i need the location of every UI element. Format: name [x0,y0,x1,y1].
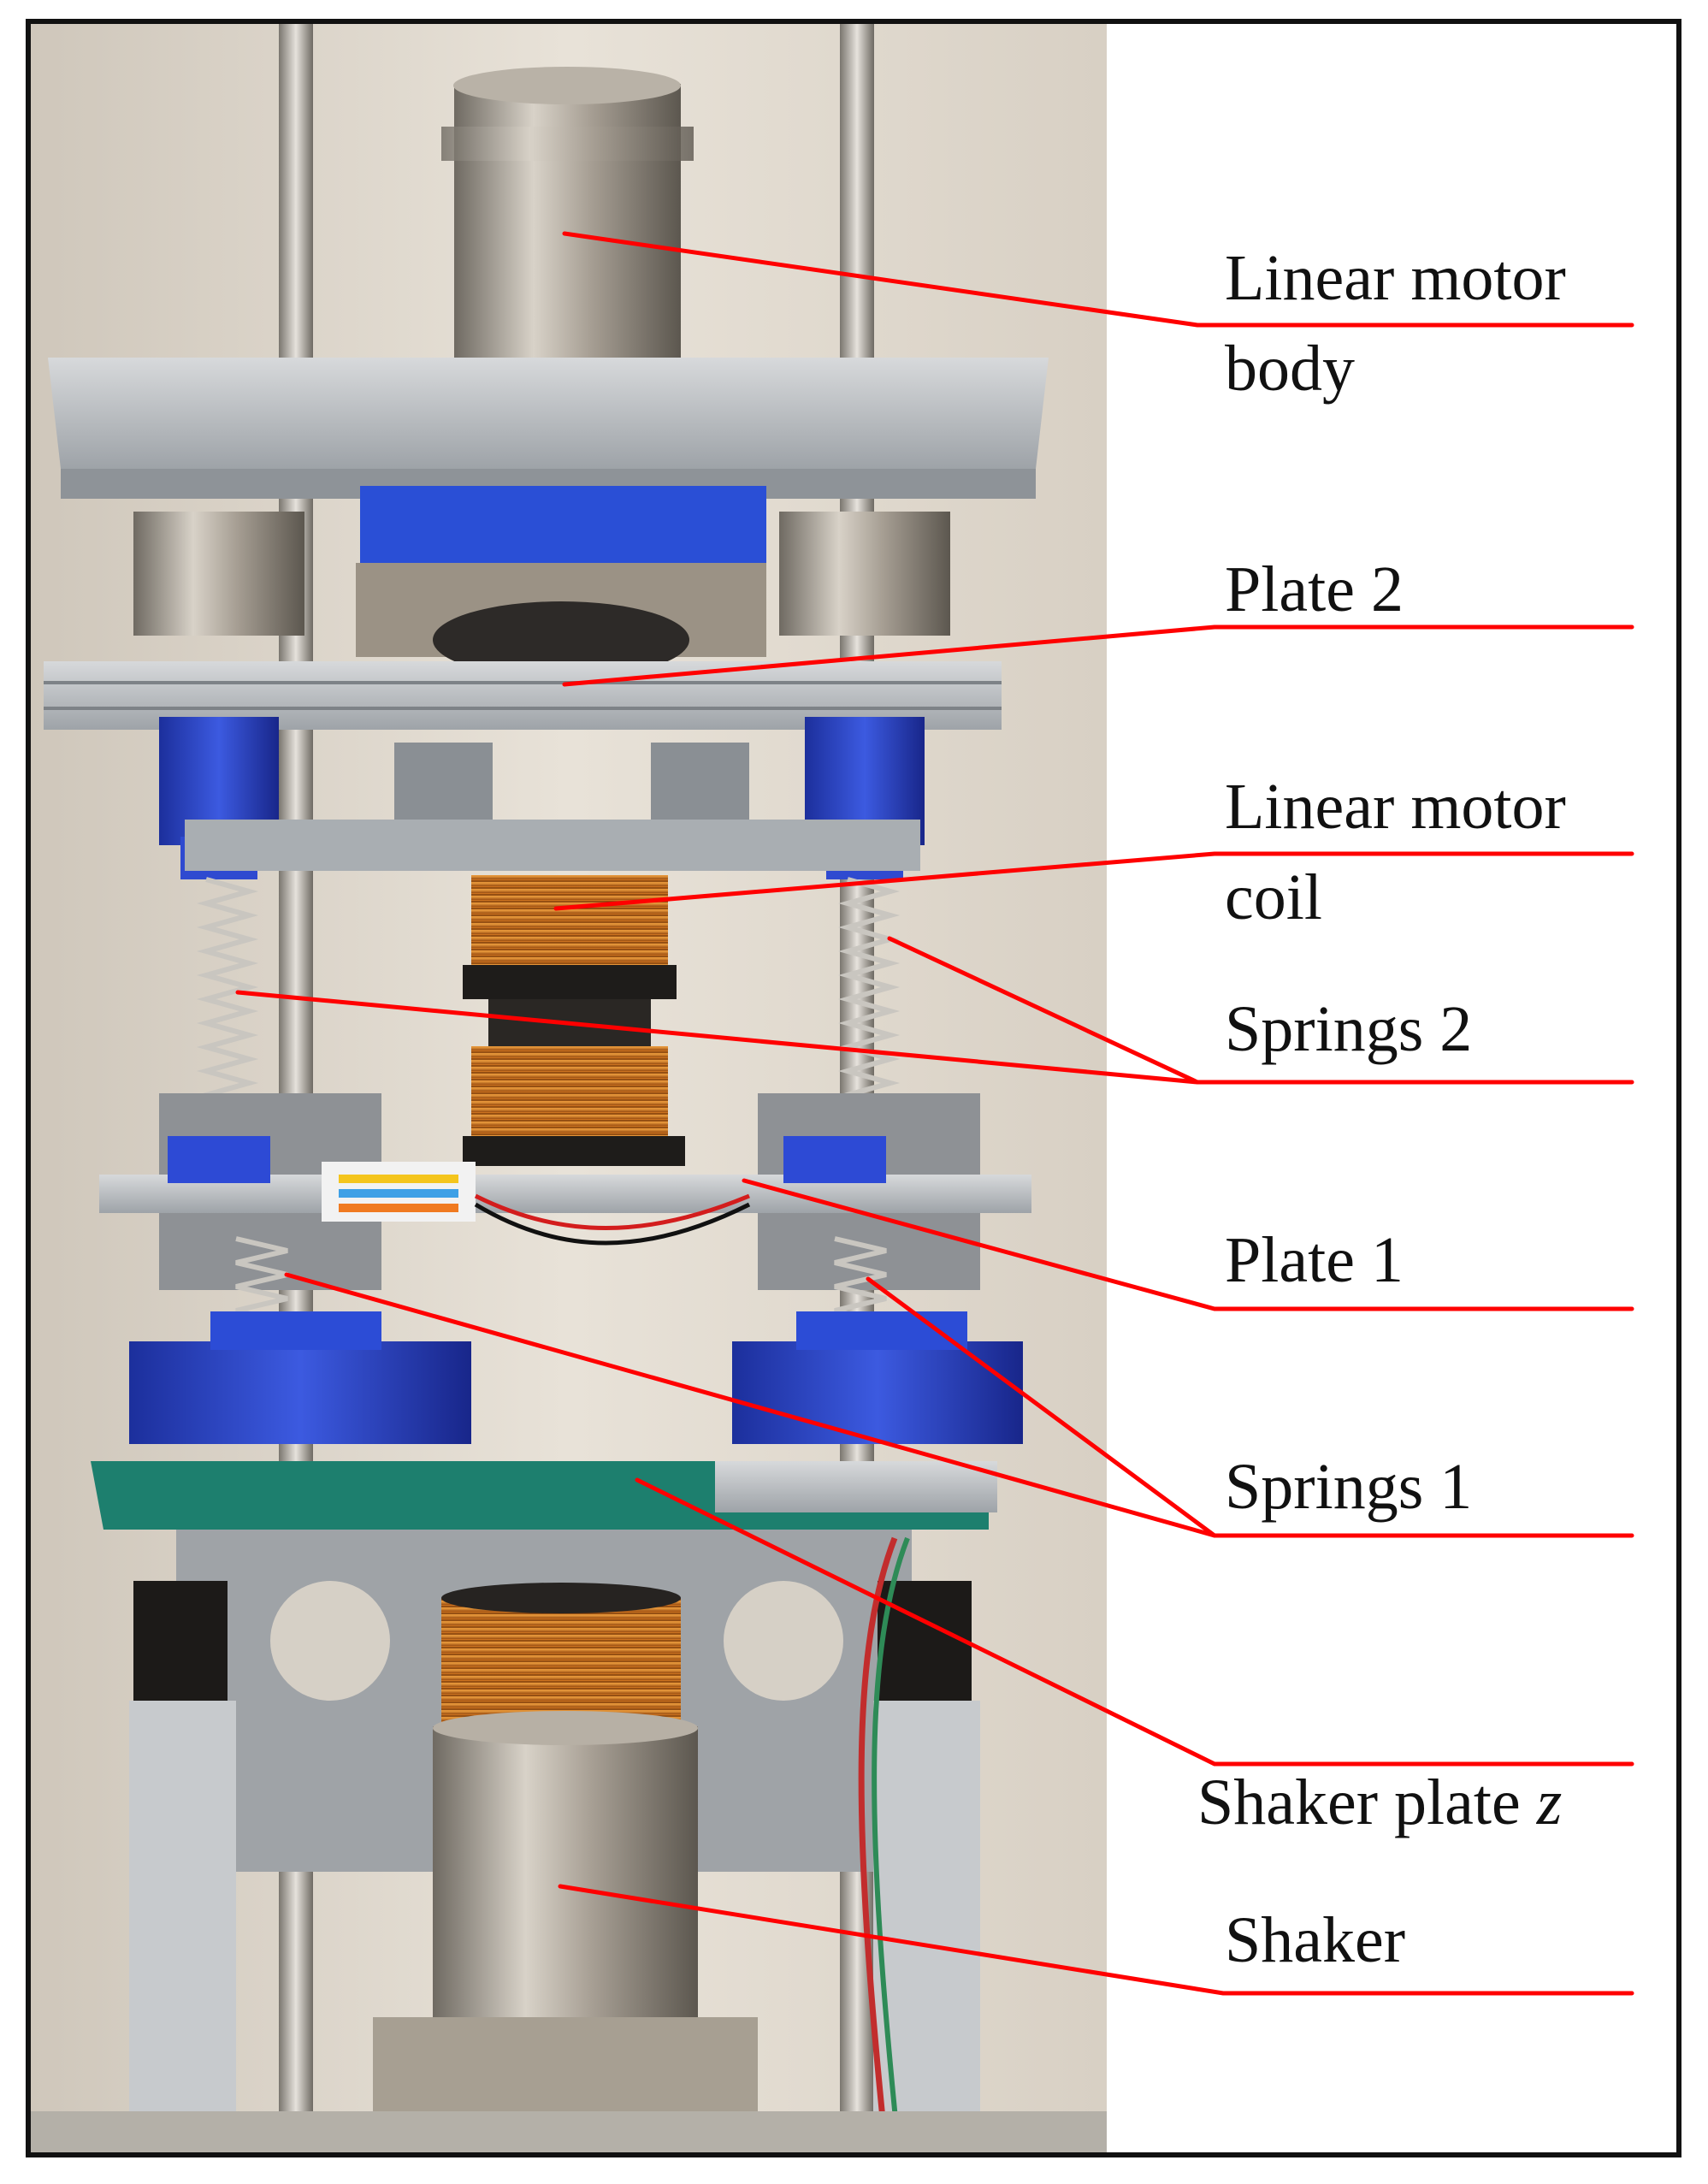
callout-linear-motor-body: Linear motor body [1225,242,1566,405]
callout-linear-motor-coil: Linear motor coil [1225,771,1566,933]
callout-springs-1: Springs 1 [1225,1451,1473,1523]
apparatus-photo [31,24,1107,2152]
callout-springs-2: Springs 2 [1225,993,1473,1065]
callout-shaker: Shaker [1225,1904,1406,1976]
callout-plate-1: Plate 1 [1225,1224,1404,1296]
apparatus-photo-drawing [31,24,1107,2152]
callout-shaker-plate-label: Shaker plate [1197,1767,1537,1838]
callout-plate-2: Plate 2 [1225,553,1404,625]
callout-shaker-plate-z: Shaker plate z [1197,1666,1562,1848]
callout-shaker-plate-axis: z [1536,1767,1563,1838]
